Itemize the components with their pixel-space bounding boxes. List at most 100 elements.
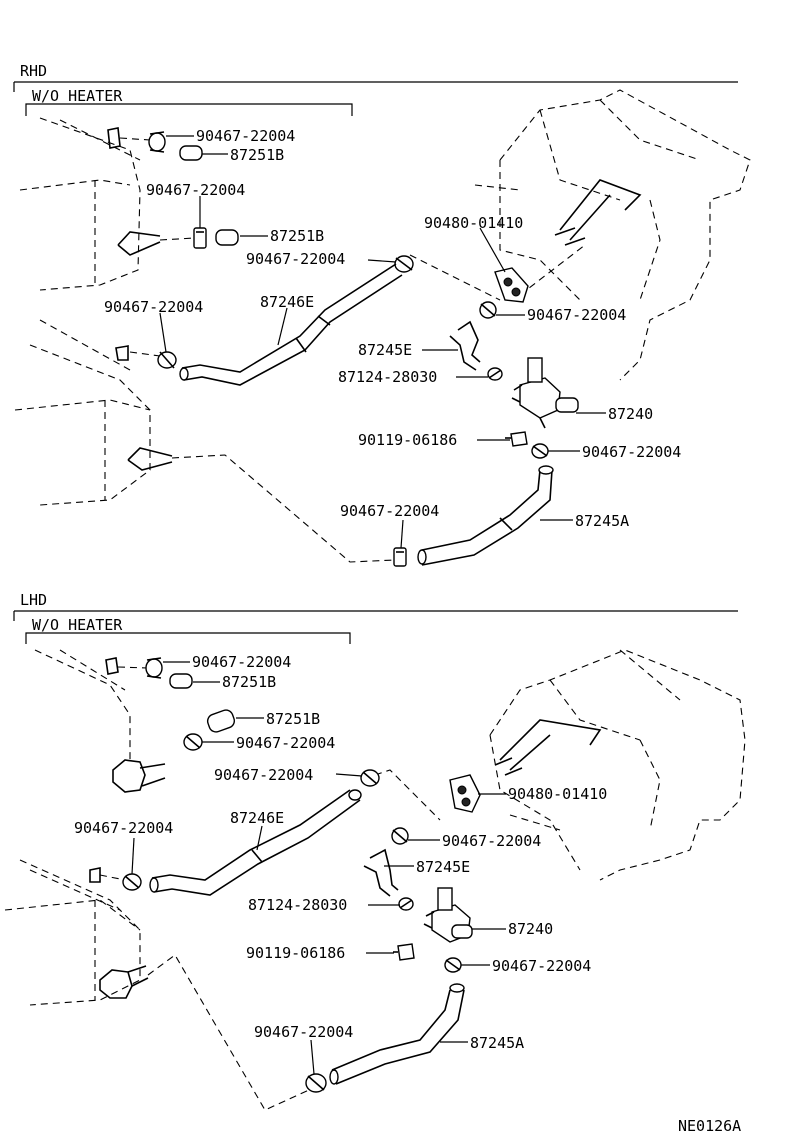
lhd-leader-lines xyxy=(131,661,506,1075)
rhd-leader-bottom xyxy=(171,454,396,563)
lhd-label-clamp-valve: 90467-22004 xyxy=(492,957,591,975)
lhd-hose-87246e[interactable] xyxy=(149,789,362,896)
rhd-label-hose-top: 87251B xyxy=(230,146,284,164)
diagram-id: NE0126A xyxy=(678,1117,741,1135)
lhd-label-hose-e-short: 87245E xyxy=(416,858,470,876)
lhd-engine-pipe-upper xyxy=(139,763,166,787)
lhd-engine-fitting-upper xyxy=(112,759,146,793)
rhd-label-hose-a: 87245A xyxy=(575,512,629,530)
rhd-leader-3 xyxy=(409,254,501,301)
lhd-label-clamp-2: 90467-22004 xyxy=(236,734,335,752)
lhd-label-hose-top: 87251B xyxy=(222,673,276,691)
lhd-hose-87245e[interactable] xyxy=(363,848,399,897)
rhd-section: RHD W/O HEATER xyxy=(13,62,751,567)
lhd-heater-unit-outline xyxy=(489,649,746,881)
rhd-hose-87245a[interactable] xyxy=(417,465,554,566)
lhd-bolt[interactable] xyxy=(393,943,415,961)
rhd-label-clamp-left: 90467-22004 xyxy=(104,298,203,316)
rhd-hose-87245e[interactable] xyxy=(449,320,481,371)
rhd-subsection-title: W/O HEATER xyxy=(32,87,123,105)
rhd-label-clamp-right: 90467-22004 xyxy=(527,306,626,324)
rhd-label-clip: 87124-28030 xyxy=(338,368,437,386)
lhd-hose-clamp-right[interactable] xyxy=(391,827,409,845)
rhd-pipe-stub-top xyxy=(107,127,121,149)
lhd-hose-87251b-top[interactable] xyxy=(169,673,193,689)
lhd-subsection-title: W/O HEATER xyxy=(32,616,123,634)
rhd-label-hose-2: 87251B xyxy=(270,227,324,245)
lhd-engine-outline xyxy=(4,649,141,1006)
lhd-hose-clamp-top[interactable] xyxy=(145,657,163,679)
lhd-hose-clamp-3[interactable] xyxy=(360,769,380,787)
lhd-pipe-stub-top xyxy=(105,657,119,675)
rhd-label-bolt: 90119-06186 xyxy=(358,431,457,449)
rhd-pipe-stub-left xyxy=(115,345,129,361)
lhd-label-grommet: 90480-01410 xyxy=(508,785,607,803)
rhd-hose-87246e[interactable] xyxy=(179,263,403,386)
rhd-label-valve: 87240 xyxy=(608,405,653,423)
rhd-label-clamp-valve: 90467-22004 xyxy=(582,443,681,461)
rhd-heater-pipe-ends xyxy=(554,227,586,246)
lhd-subsection-bracket xyxy=(25,632,351,644)
lhd-label-valve: 87240 xyxy=(508,920,553,938)
lhd-label-hose-a: 87245A xyxy=(470,1034,524,1052)
lhd-clip[interactable] xyxy=(398,897,414,911)
rhd-engine-outline xyxy=(14,117,151,506)
lhd-hose-87251b-2[interactable] xyxy=(206,708,237,734)
rhd-hose-87251b-2[interactable] xyxy=(215,229,239,246)
lhd-hose-clamp-bottom[interactable] xyxy=(305,1073,327,1093)
rhd-hose-clamp-right[interactable] xyxy=(479,301,497,319)
rhd-leader-lines xyxy=(159,135,606,549)
lhd-label-clamp-top: 90467-22004 xyxy=(192,653,291,671)
rhd-hose-clamp-3[interactable] xyxy=(394,255,414,273)
lhd-hose-clamp-2[interactable] xyxy=(183,733,203,751)
lhd-engine-fitting-lower xyxy=(99,969,133,999)
rhd-hose-clamp-2[interactable] xyxy=(193,227,207,249)
lhd-leader-bottom xyxy=(147,954,321,1111)
lhd-heater-pipe-ends xyxy=(494,757,523,776)
rhd-leader-top xyxy=(119,137,151,141)
lhd-hose-clamp-valve[interactable] xyxy=(444,957,462,973)
rhd-engine-pipe-lower xyxy=(127,447,173,471)
lhd-label-hose-2: 87251B xyxy=(266,710,320,728)
rhd-leader-left xyxy=(129,351,161,357)
lhd-leader-left xyxy=(99,874,126,881)
rhd-label-hose-e-short: 87245E xyxy=(358,341,412,359)
lhd-section: LHD W/O HEATER xyxy=(4,591,746,1111)
rhd-clip[interactable] xyxy=(487,367,503,381)
rhd-hose-clamp-bottom[interactable] xyxy=(393,547,407,567)
rhd-bolt[interactable] xyxy=(505,431,528,447)
lhd-label-clamp-left: 90467-22004 xyxy=(74,819,173,837)
lhd-heater-valve[interactable] xyxy=(423,887,473,943)
lhd-label-bolt: 90119-06186 xyxy=(246,944,345,962)
rhd-engine-pipe-upper xyxy=(117,231,161,256)
rhd-heater-valve[interactable] xyxy=(511,357,579,429)
rhd-hose-clamp-top[interactable] xyxy=(148,131,166,153)
lhd-grommet[interactable] xyxy=(449,774,481,813)
lhd-leader-3 xyxy=(374,769,441,821)
lhd-leader-top xyxy=(117,666,149,669)
lhd-hose-87245a[interactable] xyxy=(329,983,465,1085)
lhd-hose-clamp-left[interactable] xyxy=(122,873,142,891)
rhd-label-clamp-3: 90467-22004 xyxy=(246,250,345,268)
lhd-label-hose-e-long: 87246E xyxy=(230,809,284,827)
lhd-engine-pipe-lower xyxy=(127,965,149,987)
lhd-label-clamp-right: 90467-22004 xyxy=(442,832,541,850)
rhd-leader-grommet xyxy=(519,244,586,296)
rhd-heater-pipes xyxy=(559,179,642,241)
rhd-leader-2 xyxy=(159,237,196,241)
lhd-pipe-stub-left xyxy=(89,867,101,883)
lhd-label-clip: 87124-28030 xyxy=(248,896,347,914)
rhd-hose-clamp-valve[interactable] xyxy=(531,443,549,459)
lhd-section-title: LHD xyxy=(20,591,47,609)
rhd-hose-87251b-top[interactable] xyxy=(179,145,203,161)
rhd-subsection-bracket xyxy=(25,103,353,116)
rhd-grommet[interactable] xyxy=(494,267,529,303)
rhd-label-grommet: 90480-01410 xyxy=(424,214,523,232)
rhd-hose-clamp-left[interactable] xyxy=(157,351,177,369)
lhd-heater-pipes xyxy=(499,719,602,771)
rhd-label-clamp-bottom: 90467-22004 xyxy=(340,502,439,520)
rhd-label-clamp-2: 90467-22004 xyxy=(146,181,245,199)
lhd-label-clamp-3: 90467-22004 xyxy=(214,766,313,784)
